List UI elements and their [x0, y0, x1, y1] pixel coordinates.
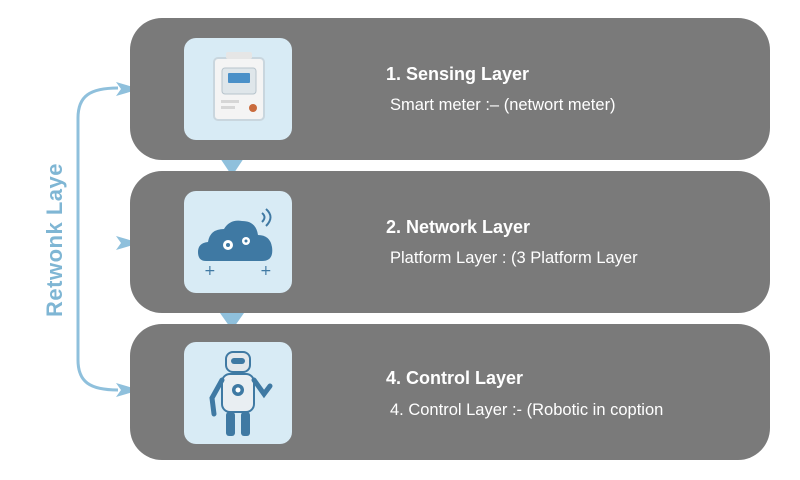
- layer-card-network: + + 2. Network Layer Platform Layer : (3…: [130, 171, 770, 313]
- layer-title: 2. Network Layer: [386, 217, 531, 237]
- robot-icon: [209, 351, 273, 436]
- icon-tile: + +: [184, 191, 292, 293]
- bracket-line: [76, 86, 119, 392]
- pointer-arrow-1: [116, 82, 140, 96]
- layer-card-sensing: 1. Sensing Layer Smart meter :– (networt…: [130, 18, 770, 160]
- pointer-arrow-2: [116, 236, 140, 250]
- pointer-arrow-3: [116, 383, 140, 397]
- icon-tile: [184, 38, 292, 140]
- svg-text:+: +: [204, 263, 216, 279]
- cloud-gears-icon: + +: [198, 208, 273, 279]
- layer-title: 4. Control Layer: [386, 368, 524, 388]
- side-label: Retwonk Laye: [42, 157, 68, 323]
- smart-meter-icon: [213, 52, 265, 121]
- layer-description: Smart meter :– (networt meter): [390, 96, 616, 114]
- down-arrow-1: [220, 158, 244, 176]
- svg-text:+: +: [260, 263, 272, 279]
- layer-card-control: 4. Control Layer 4. Control Layer :- (Ro…: [130, 324, 770, 460]
- down-arrow-2: [220, 313, 244, 330]
- layer-description: Platform Layer : (3 Platform Layer: [390, 249, 638, 267]
- layer-description: 4. Control Layer :- (Robotic in coption: [390, 401, 664, 419]
- icon-tile: [184, 342, 292, 444]
- layer-title: 1. Sensing Layer: [386, 64, 530, 84]
